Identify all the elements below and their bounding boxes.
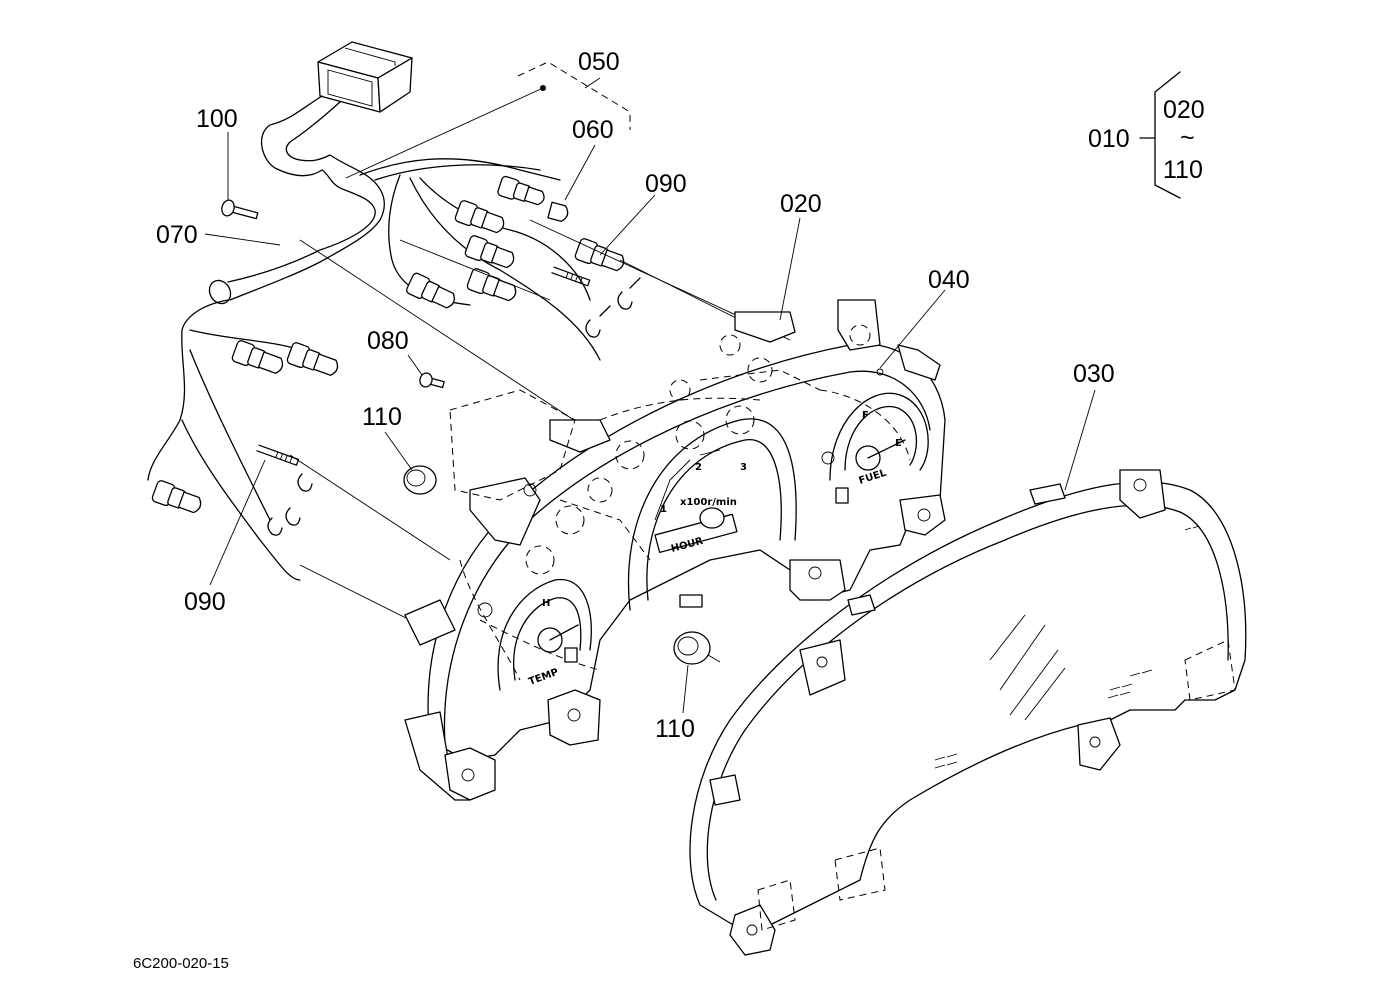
lamp-110-bottom [673,631,721,665]
label-030: 030 [1073,360,1115,388]
label-070: 070 [156,221,198,249]
label-040: 040 [928,266,970,294]
clear-cover-030 [689,469,1247,956]
label-050: 050 [578,48,620,76]
part-labels: 050 060 090 100 070 020 040 080 110 030 … [156,48,1115,743]
fuel-gauge-face: FUEL F E [829,392,929,504]
part-leaders [204,61,1096,714]
screws [221,199,591,466]
temperature-gauge-face: TEMP H [497,578,592,691]
lamp-110-left [403,465,437,495]
label-110-bottom: 110 [655,715,695,743]
tacho-digit-1: 1 [660,504,667,515]
label-020: 020 [780,190,822,218]
label-range-tilde: ~ [1180,124,1195,152]
label-080: 080 [367,327,409,355]
wire-harness [147,95,601,581]
label-020-range-start: 020 [1163,96,1205,124]
label-100: 100 [196,105,238,133]
label-110-range-end: 110 [1163,156,1203,184]
bulb-sockets [151,175,625,514]
label-090-bottom: 090 [184,588,226,616]
label-090-top: 090 [645,170,687,198]
meter-panel-040 [404,299,946,801]
fuel-full-mark: F [862,410,869,421]
terminal-eyelets [267,277,641,536]
label-110-left: 110 [362,403,402,431]
harness-connector [317,41,413,113]
drawing-code: 6C200-020-15 [133,955,229,972]
tacho-digit-2: 2 [695,462,702,473]
temp-hot-mark: H [542,598,550,609]
tacho-unit-label: x100r/min [680,497,737,508]
label-010: 010 [1088,125,1130,153]
tacho-digit-3: 3 [740,462,747,473]
assembly-range-bracket: 010 020 ~ 110 [1088,71,1205,199]
fuel-empty-mark: E [895,438,902,449]
label-060: 060 [572,116,614,144]
